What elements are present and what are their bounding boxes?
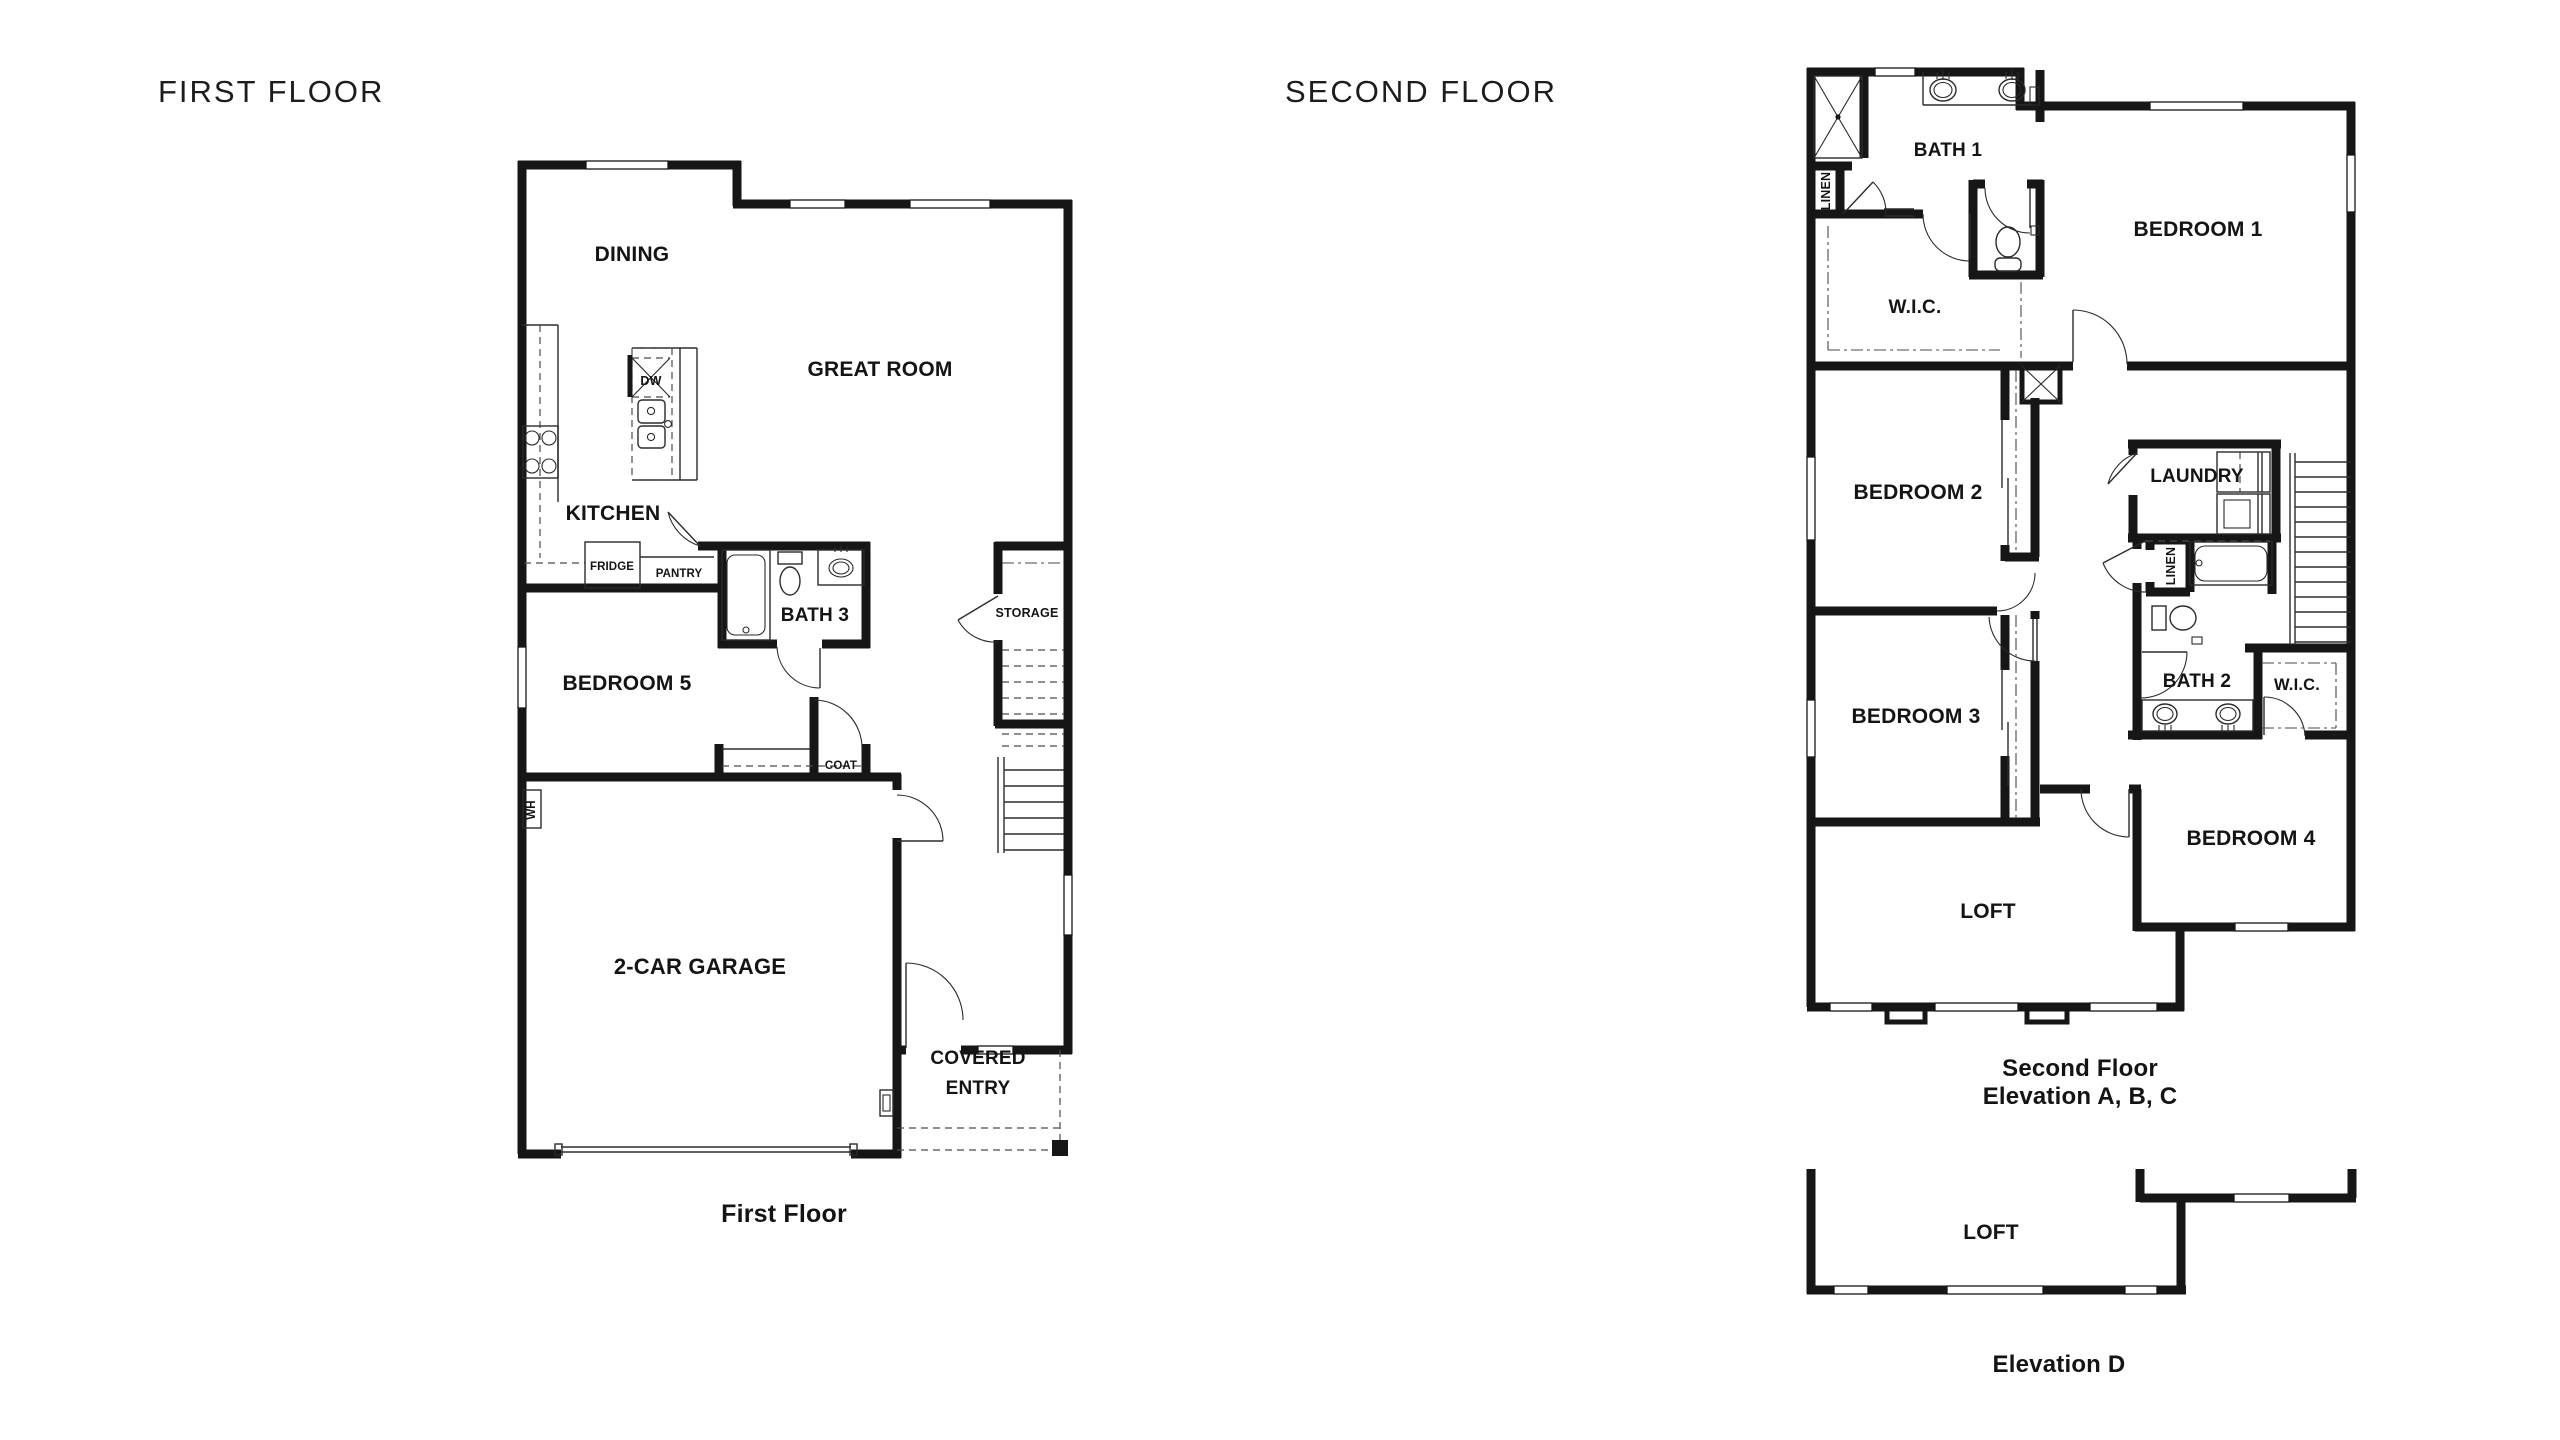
sink-icon [2152,703,2178,725]
first-floor-thin-lines [522,324,1064,1153]
elevation-d-loft-label: LOFT [1963,1221,2019,1244]
linen1-label: LINEN [1819,172,1833,211]
porch-post [1052,1140,1068,1156]
second-floor-thin-lines [1842,72,2351,837]
faucet-icon [664,420,672,428]
range-stove [522,425,559,479]
wic2-label: W.I.C. [2274,676,2320,694]
soap-ledge [2029,86,2040,106]
faucet-icon [834,546,848,552]
second-floor-caption-line2: Elevation A, B, C [1983,1083,2178,1110]
loft-window-bays [1884,1007,2070,1025]
elevation-d-caption: Elevation D [1993,1351,2126,1378]
laundry-fixtures [2216,451,2271,535]
dryer-icon [2216,451,2271,493]
wic1-label: W.I.C. [1889,297,1942,318]
garage-door-endcap [554,1143,563,1156]
loft-label: LOFT [1960,900,2016,923]
elevation-d-plan: LOFT Elevation D [1806,1169,2357,1378]
bath3-label: BATH 3 [781,605,849,626]
second-floor-caption-line1: Second Floor [2002,1055,2158,1082]
bath1-fixtures [1813,71,2040,272]
garage-door-endcap [849,1143,858,1156]
water-heater-label: WH [526,800,538,819]
toilet-bowl-icon [1995,226,2021,258]
dishwasher-x-icon [631,357,671,398]
sink-drain-icon [646,432,656,442]
closet-rod-lines [1827,226,2337,818]
storage-label: STORAGE [996,606,1059,620]
water-heater-box [522,789,542,829]
first-floor-plan: FIRST FLOOR DINING GREAT ROOM KITCHEN DW… [158,74,1073,1228]
bedroom5-label: BEDROOM 5 [563,672,692,695]
dishwasher-label: DW [640,374,661,388]
elevation-d-walls [1806,1169,2357,1295]
covered-entry-label-line1: COVERED [930,1048,1025,1069]
toilet-tank-icon [777,551,803,565]
great-room-label: GREAT ROOM [807,358,952,381]
kitchen-label: KITCHEN [566,502,661,525]
kitchen-island [627,355,672,449]
burner-icon [541,458,557,474]
tub-icon [721,549,771,641]
second-floor-door-arcs [1872,181,2306,838]
bedroom1-label: BEDROOM 1 [2134,218,2263,241]
burner-icon [524,458,540,474]
second-floor-dashed-lines [2146,452,2270,542]
second-floor-heading: SECOND FLOOR [1285,74,1557,109]
first-floor-door-arcs [667,511,999,1021]
paper-holder-icon [2191,636,2203,645]
first-floor-walls [517,160,1073,1159]
washer-icon [2216,493,2271,535]
tub-icon [2189,541,2273,586]
second-floor-plan: SECOND FLOOR BATH 1 LINEN W.I.C. BEDROOM… [1285,67,2356,1110]
sink-icon [828,558,854,578]
burner-icon [541,430,557,446]
bath3-fixtures [721,546,865,641]
covered-entry-label-line2: ENTRY [946,1078,1011,1099]
linen2-label: LINEN [2164,547,2178,586]
fridge-label: FRIDGE [590,561,634,573]
shower-icon [1813,75,1863,159]
bedroom4-label: BEDROOM 4 [2187,827,2316,850]
pantry-label: PANTRY [656,568,703,580]
first-floor-heading: FIRST FLOOR [158,74,384,109]
paper-holder-icon [2030,225,2040,236]
toilet-tank-icon [2151,605,2167,631]
toilet-bowl-icon [2169,605,2197,631]
toilet-tank-icon [1994,257,2022,272]
bath2-label: BATH 2 [2163,671,2231,692]
entry-wall-panel [879,1089,894,1117]
tub-faucet-icon [2195,559,2203,567]
first-floor-dashed-lines [524,325,1064,1151]
garage-label: 2-CAR GARAGE [614,954,786,979]
burner-icon [524,430,540,446]
bath2-fixtures [2141,541,2273,732]
elevation-d-windows [1833,1193,2290,1295]
faucet-icon [2158,725,2235,732]
bedroom3-label: BEDROOM 3 [1852,705,1981,728]
chase-box [2019,363,2063,405]
faucet-icon [1936,71,2019,80]
sink-icon [2215,703,2241,725]
tub-drain-icon [742,626,750,634]
vanity-icon [2141,699,2254,732]
bath1-label: BATH 1 [1914,140,1983,161]
fridge-box [584,541,641,589]
laundry-label: LAUNDRY [2150,466,2244,487]
sink-drain-icon [646,406,656,416]
first-floor-windows [517,160,1073,1055]
bedroom2-label: BEDROOM 2 [1854,481,1983,504]
toilet-bowl-icon [779,566,801,596]
first-floor-caption: First Floor [721,1200,847,1228]
vanity-icon [817,549,865,586]
second-floor-windows [1806,67,2356,1012]
dining-label: DINING [595,243,670,266]
chase-x-icon [2021,365,2061,403]
coat-label: COAT [825,760,857,772]
